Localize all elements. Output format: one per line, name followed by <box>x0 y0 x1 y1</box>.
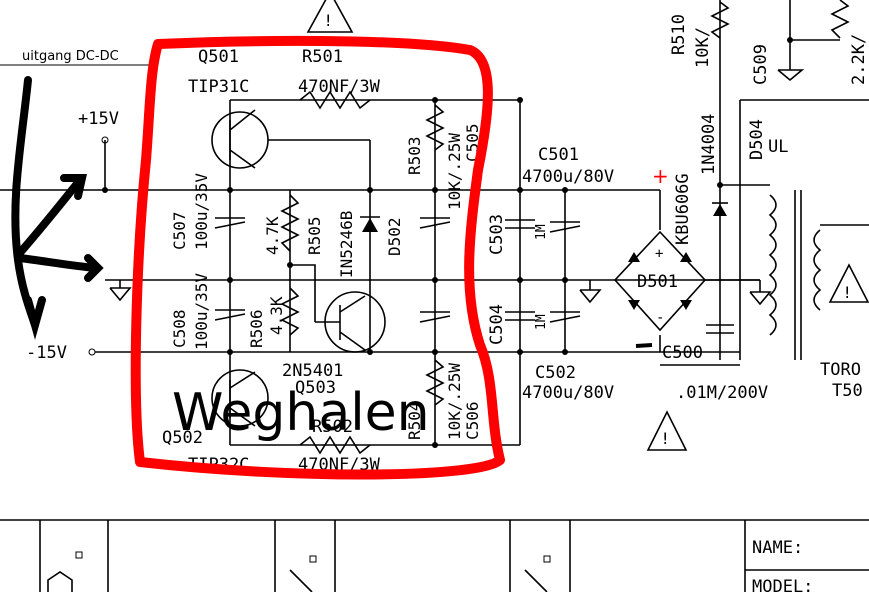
c508-value: 100u/35V <box>192 273 211 350</box>
r501-value: 470NF/3W <box>298 77 381 97</box>
r506-ref: R506 <box>247 309 266 348</box>
q503-ref: Q503 <box>295 378 336 398</box>
q501-ref: Q501 <box>198 47 239 67</box>
warning-icon-bottom: ! <box>646 410 688 451</box>
c501-value: 4700u/80V <box>522 167 614 187</box>
d501-ref: D501 <box>637 272 678 292</box>
c501-plus-mark: + <box>652 164 669 188</box>
r501-resistor <box>299 90 371 110</box>
r510-value: 10K/ <box>693 27 713 68</box>
r504-resistor <box>425 359 445 406</box>
c503-ref: C503 <box>487 214 507 255</box>
d504-ref: D504 <box>747 119 767 160</box>
hand-arrow-annotation <box>11 76 104 340</box>
c503-capacitor <box>505 219 535 229</box>
transformer-label: TORO <box>820 360 861 380</box>
warning-icon-top: ! <box>306 0 354 33</box>
c504-capacitor <box>505 311 535 321</box>
c502-capacitor <box>549 311 581 323</box>
c509-resistor <box>830 0 850 39</box>
c507-capacitor <box>214 217 246 229</box>
c506-ref: C506 <box>463 401 482 440</box>
c504-ref: C504 <box>487 304 507 345</box>
plus-15v-label: +15V <box>78 109 119 129</box>
junction-dots <box>102 37 793 448</box>
r506-resistor <box>280 287 300 336</box>
r504-value: 10K/.25W <box>445 363 464 440</box>
c505-capacitor <box>419 217 451 229</box>
d501-part: KBU606G <box>673 173 693 245</box>
d501-minus: - <box>656 310 664 326</box>
d502-ref: D502 <box>385 217 404 256</box>
red-outline-annotation <box>130 35 505 480</box>
r505-resistor <box>280 194 300 252</box>
r503-ref: R503 <box>405 136 424 175</box>
q502-transistor <box>211 369 269 427</box>
c502-value: 4700u/80V <box>522 383 614 403</box>
weghalen-annotation: Weghalen <box>172 383 430 443</box>
r510-ref: R510 <box>669 14 689 55</box>
c506-capacitor <box>419 311 451 323</box>
d501-bridge <box>613 230 707 332</box>
q501-part: TIP31C <box>188 77 249 97</box>
warning-icon-transformer: ! <box>828 263 869 303</box>
c501-capacitor <box>549 221 581 233</box>
d504-part: 1N4004 <box>699 114 719 175</box>
c500-value: .01M/200V <box>676 383 768 403</box>
ground-icon <box>109 280 132 302</box>
r503-value: 10K/.25W <box>445 133 464 210</box>
c508-capacitor <box>214 309 246 321</box>
q503-transistor <box>290 264 386 353</box>
title-block <box>0 519 869 592</box>
ground-icon-top <box>777 69 805 82</box>
svg-text:!: ! <box>844 283 850 302</box>
r510-resistor <box>710 1 730 39</box>
r502-ref: R502 <box>312 417 353 437</box>
c502-ref: C502 <box>535 363 576 383</box>
transformer-ref: T50 <box>832 381 863 401</box>
d504-diode <box>712 202 728 216</box>
r501-ref: R501 <box>302 47 343 67</box>
hand-dash <box>635 343 653 348</box>
c503-value: 1M <box>534 224 549 240</box>
svg-text:!: ! <box>662 429 668 448</box>
c500-ref: C500 <box>662 343 703 363</box>
q501-transistor <box>211 109 370 169</box>
plus-15v-terminal <box>101 136 109 144</box>
r505-ref: R505 <box>305 216 324 255</box>
r505-value: 4.7K <box>263 216 282 255</box>
name-label: NAME: <box>752 538 803 558</box>
c504-value: 1M <box>534 314 549 330</box>
ground-icon-right <box>579 280 602 304</box>
c509-value: 2.2K/ <box>849 34 869 85</box>
ground-icon-transformer <box>749 280 772 306</box>
transformer-icon <box>768 190 869 360</box>
r503-resistor <box>425 104 445 151</box>
d504-flag: UL <box>768 137 788 157</box>
c507-value: 100u/35V <box>192 173 211 250</box>
r502-resistor <box>299 435 371 455</box>
r506-value: 4.3K <box>267 296 286 335</box>
d502-part: IN5246B <box>337 211 356 278</box>
model-label: MODEL: <box>752 577 813 592</box>
minus-15v-label: -15V <box>26 343 67 363</box>
q502-ref: Q502 <box>162 428 203 448</box>
d501-plus: + <box>655 246 663 262</box>
c508-ref: C508 <box>170 309 189 348</box>
uitgang-label: uitgang DC-DC <box>22 49 119 64</box>
c501-ref: C501 <box>538 145 579 165</box>
c507-ref: C507 <box>170 211 189 250</box>
c509-ref: C509 <box>751 44 771 85</box>
minus-15v-terminal <box>88 348 96 356</box>
q503-part: 2N5401 <box>282 361 343 381</box>
svg-text:!: ! <box>325 11 331 30</box>
r504-ref: R504 <box>405 401 424 440</box>
c500-capacitor <box>706 324 734 334</box>
d502-diode <box>360 216 380 232</box>
